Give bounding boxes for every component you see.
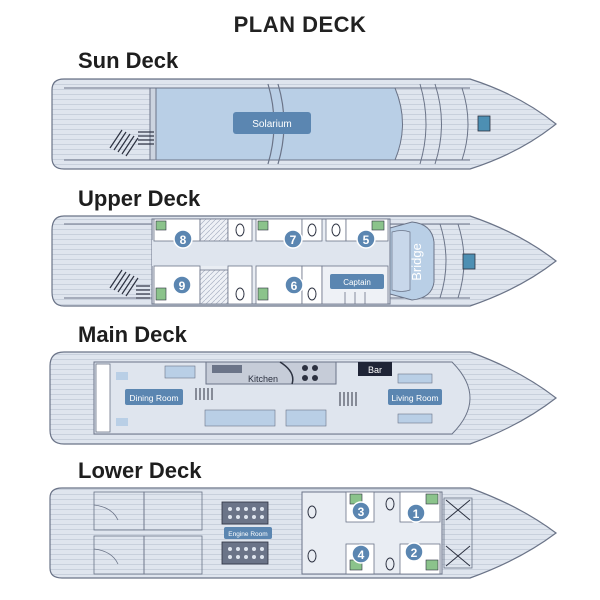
cabin-badge: 4 [351, 544, 371, 564]
cabin-badge: 9 [172, 275, 192, 295]
engine-room-label: Engine Room [228, 531, 267, 538]
dining-room-label: Dining Room [129, 393, 178, 403]
sun-deck-vent [477, 115, 491, 132]
svg-text:3: 3 [358, 505, 365, 519]
main-deck: Dining Room Living Room Kitchen Bar [49, 351, 557, 445]
svg-text:9: 9 [179, 279, 186, 293]
bridge-label: Bridge [409, 243, 424, 281]
living-room-label-box [388, 389, 442, 405]
engine-room-area [221, 501, 269, 525]
cabin-badge: 7 [283, 229, 303, 249]
solarium-label-box [233, 112, 311, 134]
upper-deck: 8 7 5 9 6 Captain Bridge [51, 215, 557, 307]
sun-deck-stairs [109, 129, 154, 157]
svg-text:2: 2 [411, 546, 418, 560]
page-title: PLAN DECK [233, 12, 367, 37]
captain-label-box [330, 274, 384, 289]
engine-room-label-box [224, 527, 272, 539]
cabin-badge: 5 [356, 229, 376, 249]
svg-text:4: 4 [358, 548, 365, 562]
solarium-label: Solarium [252, 119, 291, 130]
main-deck-title: Main Deck [78, 322, 187, 347]
bar-area [358, 362, 392, 376]
svg-text:5: 5 [363, 233, 370, 247]
sun-deck: Solarium [51, 78, 557, 170]
cabin-badge: 8 [173, 229, 193, 249]
sun-deck-title: Sun Deck [78, 48, 179, 73]
cabin-badge: 3 [351, 501, 371, 521]
bar-label: Bar [368, 365, 382, 375]
lower-deck-title: Lower Deck [78, 458, 202, 483]
upper-deck-vent [462, 253, 476, 270]
kitchen-label: Kitchen [248, 374, 278, 384]
svg-text:8: 8 [180, 233, 187, 247]
cabin-badge: 6 [284, 275, 304, 295]
captain-label: Captain [343, 278, 371, 287]
lower-deck: Engine Room 3 1 4 2 [49, 487, 558, 579]
upper-deck-title: Upper Deck [78, 186, 201, 211]
living-room-label: Living Room [391, 393, 438, 403]
cabin-badge: 1 [406, 503, 426, 523]
svg-text:6: 6 [291, 279, 298, 293]
dining-room-label-box [125, 389, 183, 405]
cabin-badge: 2 [404, 542, 424, 562]
svg-text:1: 1 [413, 507, 420, 521]
svg-text:7: 7 [290, 233, 297, 247]
upper-deck-stairs [109, 269, 150, 299]
